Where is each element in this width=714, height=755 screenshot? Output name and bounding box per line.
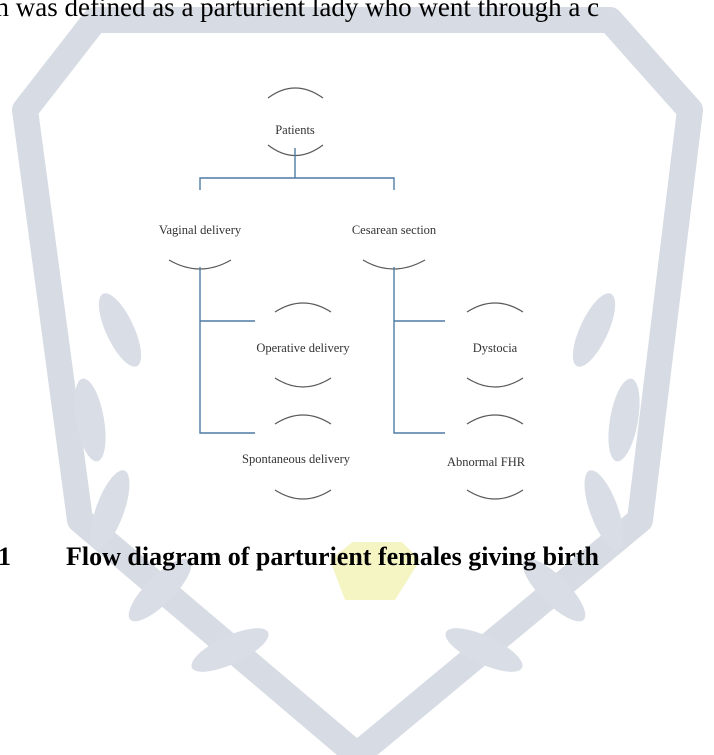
figure-caption: 1 Flow diagram of parturient females givi… [0, 542, 599, 572]
arc-dystocia-bottom [466, 377, 524, 388]
node-operative-delivery: Operative delivery [256, 341, 350, 355]
figure-caption-text: Flow diagram of parturient females givin… [66, 542, 599, 571]
arc-operative-top [274, 302, 332, 313]
node-patients: Patients [275, 123, 315, 137]
connector-branch-bar [199, 177, 395, 190]
arc-dystocia-top [466, 302, 524, 313]
arc-patients-top [267, 87, 324, 99]
node-abnormal-fhr: Abnormal FHR [447, 455, 526, 469]
node-vaginal-delivery: Vaginal delivery [159, 223, 242, 237]
body-text-line: on was defined as a parturient lady who … [0, 0, 600, 22]
connector-cesarean [393, 267, 445, 434]
connector-vaginal [199, 267, 255, 434]
arc-abnormal-bottom [466, 489, 524, 500]
node-spontaneous-delivery: Spontaneous delivery [242, 452, 351, 466]
arc-operative-bottom [274, 377, 332, 388]
arc-abnormal-top [466, 414, 524, 425]
flow-diagram: Patients Vaginal delivery Cesarean secti… [159, 87, 526, 500]
figure-panel [145, 60, 541, 542]
node-cesarean-section: Cesarean section [352, 223, 437, 237]
arc-spontaneous-bottom [274, 489, 332, 500]
node-dystocia: Dystocia [473, 341, 518, 355]
figure-number: 1 [0, 542, 11, 571]
arc-spontaneous-top [274, 414, 332, 425]
